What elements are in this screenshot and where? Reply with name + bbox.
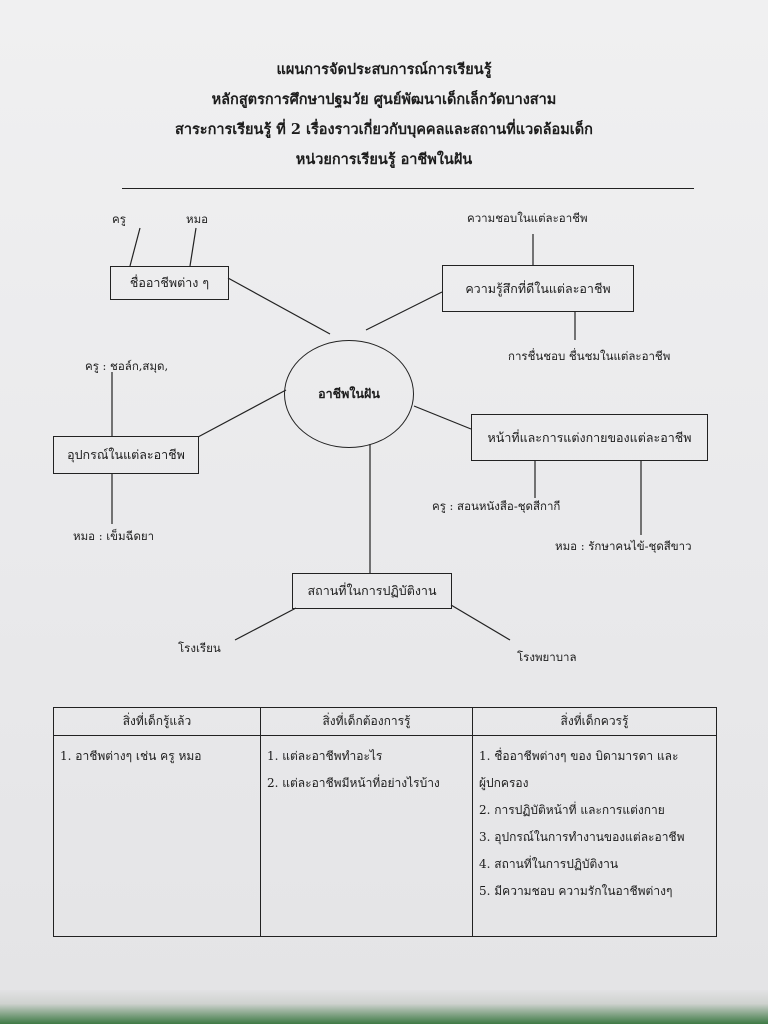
tools-label-teacher: ครู : ชอล์ก,สมุด, (85, 359, 169, 373)
header-known: สิ่งที่เด็กรู้แล้ว (53, 707, 261, 736)
mindmap-connectors (111, 227, 642, 641)
curriculum-line: หลักสูตรการศึกษาปฐมวัย ศูนย์พัฒนาเด็กเล็… (211, 91, 557, 108)
table-row: 1. อาชีพต่างๆ เช่น ครู หมอ 1. แต่ละอาชีพ… (53, 735, 717, 937)
names-label-teacher: ครู (112, 212, 126, 226)
learning-content-line: สาระการเรียนรู้ ที่ 2 เรื่องราวเกี่ยวกับ… (175, 121, 593, 138)
list-item: 4. สถานที่ในการปฏิบัติงาน (479, 857, 619, 871)
duties-label-doctor: หมอ : รักษาคนไข้-ชุดสีขาว (555, 539, 692, 553)
center-node: อาชีพในฝัน (284, 340, 414, 448)
places-label-hospital: โรงพยาบาล (517, 650, 577, 664)
duties-box: หน้าที่และการแต่งกายของแต่ละอาชีพ (471, 414, 708, 461)
places-label-school: โรงเรียน (178, 641, 221, 655)
cell-want-to-know: 1. แต่ละอาชีพทำอะไร 2. แต่ละอาชีพมีหน้าท… (260, 735, 473, 937)
places-box: สถานที่ในการปฏิบัติงาน (292, 573, 452, 609)
header-should-know: สิ่งที่เด็กควรรู้ (472, 707, 717, 736)
list-item: 2. แต่ละอาชีพมีหน้าที่อย่างไรบ้าง (267, 776, 440, 790)
plan-title: แผนการจัดประสบการณ์การเรียนรู้ (276, 61, 492, 78)
desk-background (0, 990, 768, 1024)
knowledge-table: สิ่งที่เด็กรู้แล้ว สิ่งที่เด็กต้องการรู้… (53, 707, 717, 937)
names-label-doctor: หมอ (186, 212, 209, 226)
duties-label-teacher: ครู : สอนหนังสือ-ชุดสีกากี (432, 499, 561, 513)
table-header-row: สิ่งที่เด็กรู้แล้ว สิ่งที่เด็กต้องการรู้… (53, 707, 717, 736)
list-item: 5. มีความชอบ ความรักในอาชีพต่างๆ (479, 884, 673, 898)
list-item: 1. ชื่ออาชีพต่างๆ ของ บิดามารดา และ (479, 749, 679, 763)
feelings-label-admiration: การชื่นชอบ ชื่นชมในแต่ละอาชีพ (508, 349, 671, 363)
list-item: 3. อุปกรณ์ในการทำงานของแต่ละอาชีพ (479, 830, 685, 844)
list-item: 1. แต่ละอาชีพทำอะไร (267, 749, 383, 763)
list-item: ผู้ปกครอง (479, 776, 529, 790)
cell-known: 1. อาชีพต่างๆ เช่น ครู หมอ (53, 735, 261, 937)
list-item: 1. อาชีพต่างๆ เช่น ครู หมอ (60, 749, 202, 763)
learning-unit-line: หน่วยการเรียนรู้ อาชีพในฝัน (295, 151, 473, 168)
list-item: 2. การปฏิบัติหน้าที่ และการแต่งกาย (479, 803, 665, 817)
center-node-label: อาชีพในฝัน (318, 386, 380, 401)
names-box: ชื่ออาชีพต่าง ๆ (110, 266, 229, 300)
feelings-box: ความรู้สึกที่ดีในแต่ละอาชีพ (442, 265, 634, 312)
cell-should-know: 1. ชื่ออาชีพต่างๆ ของ บิดามารดา และ ผู้ป… (472, 735, 717, 937)
tools-box: อุปกรณ์ในแต่ละอาชีพ (53, 436, 199, 474)
feelings-label-liking: ความชอบในแต่ละอาชีพ (467, 211, 588, 225)
header-want-to-know: สิ่งที่เด็กต้องการรู้ (260, 707, 473, 736)
header-divider (122, 188, 694, 189)
tools-label-doctor: หมอ : เข็มฉีดยา (73, 529, 155, 543)
